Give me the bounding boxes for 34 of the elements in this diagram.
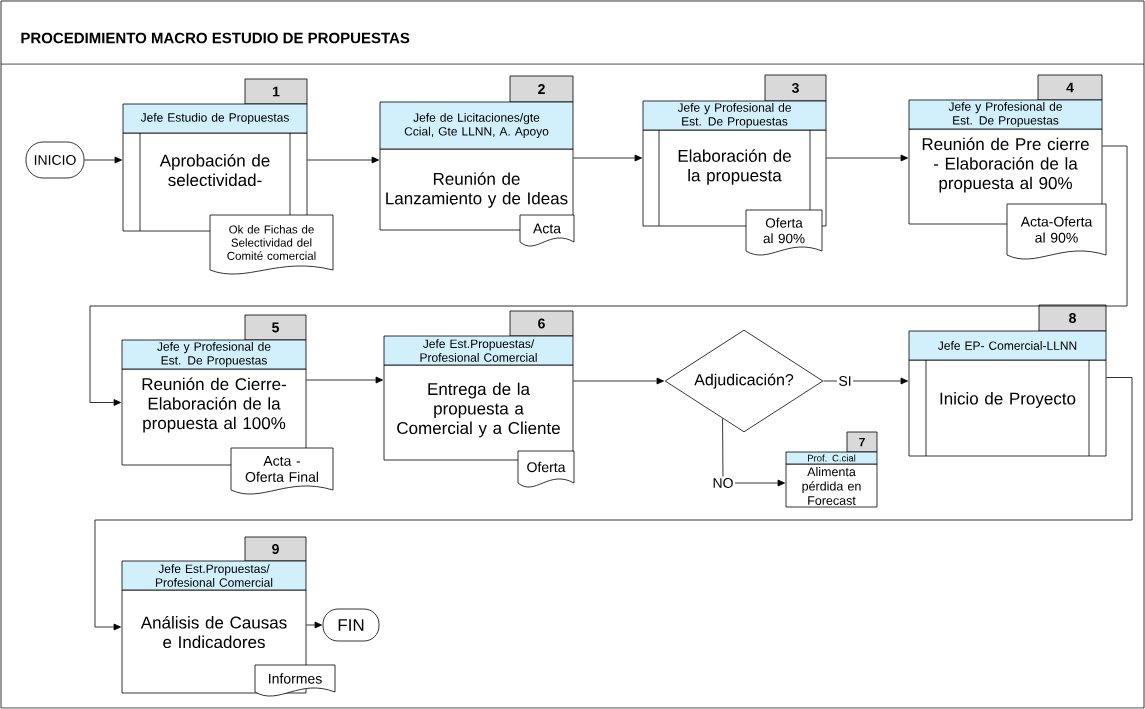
process-box: Inicio de Proyecto: [908, 359, 1107, 457]
step-number-tab: 7: [846, 431, 878, 453]
arrow: [826, 154, 908, 162]
arrow: [307, 156, 379, 164]
role-header: Prof. C.cial: [785, 451, 878, 465]
edge-label: SI: [836, 374, 854, 388]
arrow: [94, 377, 1133, 631]
arrow: [573, 154, 642, 162]
step-number-tab: 2: [509, 75, 574, 103]
step-number-tab: 6: [509, 310, 574, 337]
step-number-tab: 1: [244, 78, 308, 105]
role-header: Jefe Estudio de Propuestas: [122, 103, 308, 134]
process-box: Alimenta pérdida en Forecast: [785, 463, 878, 508]
arrow: [823, 377, 908, 385]
edge-label: NO: [711, 476, 735, 490]
arrow: [306, 621, 322, 629]
title: PROCEDIMIENTO MACRO ESTUDIO DE PROPUESTAS: [21, 32, 410, 44]
role-header: Jefe Est.Propuestas/ Profesional Comercial: [383, 335, 574, 366]
step-number-tab: 5: [244, 314, 307, 341]
role-header: Jefe y Profesional de Est. De Propuestas: [642, 100, 827, 131]
role-header: Jefe y Profesional de Est. De Propuestas: [908, 99, 1103, 130]
role-header: Jefe y Profesional de Est. De Propuestas: [121, 339, 307, 370]
role-header: Jefe de Licitaciones/gte Ccial, Gte LLNN, A. Apoyo: [379, 101, 574, 150]
arrow: [306, 376, 383, 384]
step-number-tab: 8: [1038, 304, 1107, 332]
step-number-tab: 9: [244, 536, 307, 562]
arrow: [722, 418, 785, 487]
arrow: [84, 156, 122, 164]
role-header: Jefe Est.Propuestas/ Profesional Comercial: [121, 560, 307, 591]
arrow: [573, 377, 664, 385]
role-header: Jefe EP- Comercial-LLNN: [908, 330, 1107, 361]
step-number-tab: 3: [764, 74, 827, 102]
arrow: [89, 145, 1128, 406]
step-number-tab: 4: [1037, 74, 1103, 101]
